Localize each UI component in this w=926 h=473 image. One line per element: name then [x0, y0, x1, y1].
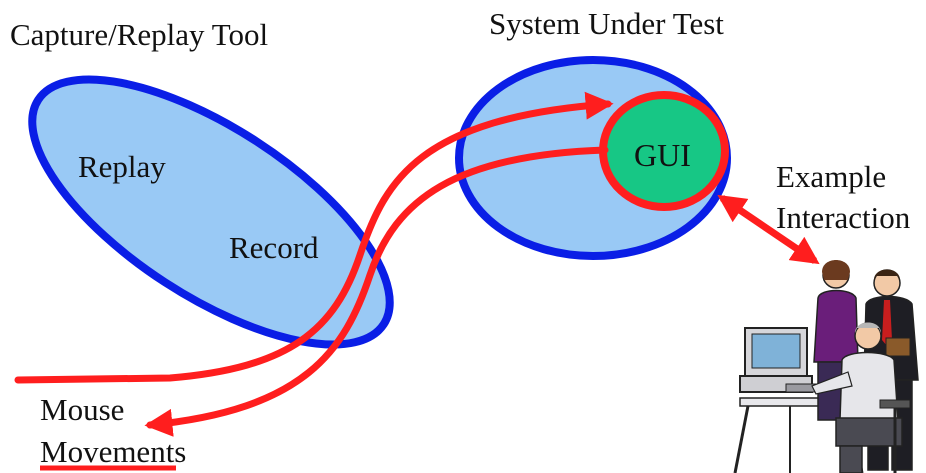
interaction-label: Interaction — [776, 200, 911, 235]
system-under-test-label: System Under Test — [489, 6, 724, 41]
mouse-label: Mouse — [40, 392, 124, 427]
capture-tool-label: Capture/Replay Tool — [10, 17, 268, 52]
gui-label: GUI — [634, 137, 691, 173]
record-label: Record — [229, 230, 319, 265]
example-label: Example — [776, 159, 886, 194]
office-workers-at-computer-icon — [733, 260, 919, 473]
replay-arrow — [144, 146, 609, 437]
replay-label: Replay — [78, 149, 166, 184]
record-arrow — [14, 91, 614, 384]
interaction-double-arrow — [717, 194, 820, 265]
movements-label: Movements — [40, 434, 186, 469]
capture-tool-ellipse — [28, 75, 394, 349]
